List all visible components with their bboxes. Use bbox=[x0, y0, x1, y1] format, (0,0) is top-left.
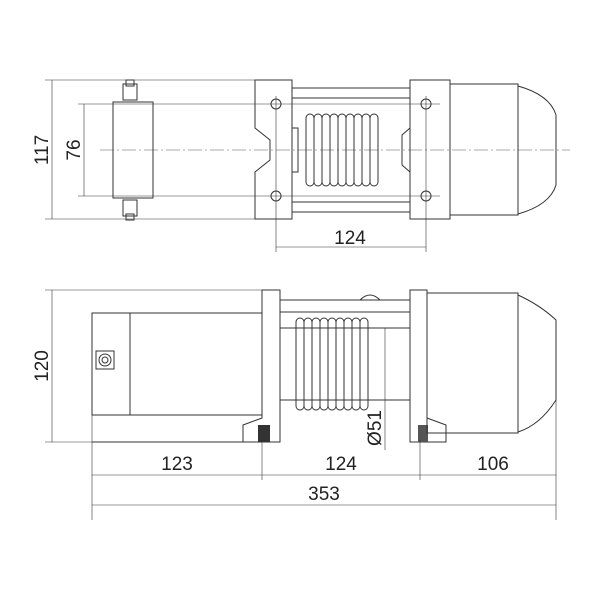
coil-turn bbox=[359, 317, 369, 411]
dim-motor-length: 123 bbox=[161, 454, 193, 475]
terminal-icon bbox=[122, 79, 138, 221]
right-bracket-side bbox=[409, 289, 447, 443]
coil-turn bbox=[295, 317, 305, 411]
mount-bolt bbox=[418, 425, 428, 442]
drum bbox=[279, 327, 411, 401]
dim-drum-diameter: Ø51 bbox=[365, 410, 386, 446]
coil-turn bbox=[319, 317, 329, 411]
dim-side-height: 120 bbox=[32, 350, 53, 382]
dim-top-bolt-spacing: 124 bbox=[334, 228, 366, 249]
coil-turn bbox=[327, 317, 337, 411]
dim-top-height: 117 bbox=[32, 135, 53, 165]
coil-turn bbox=[303, 317, 313, 411]
end-cap-side bbox=[517, 294, 557, 433]
gearbox-side bbox=[426, 292, 519, 434]
coil-turn bbox=[343, 317, 353, 411]
cable-coil bbox=[305, 113, 379, 187]
mount-bolt bbox=[258, 425, 270, 442]
cable-coil-side bbox=[295, 317, 369, 411]
dim-gearbox-length: 106 bbox=[477, 454, 509, 475]
dim-overall-length: 353 bbox=[308, 484, 340, 505]
coil-turn bbox=[351, 317, 361, 411]
coil-turn bbox=[311, 317, 321, 411]
drum-frame bbox=[291, 87, 411, 213]
coil-turn bbox=[335, 317, 345, 411]
coil-turn bbox=[369, 113, 379, 187]
side-view: Ø51 120 123 124 106 353 bbox=[32, 289, 557, 520]
motor-end bbox=[112, 101, 154, 199]
top-view: 124 117 76 bbox=[32, 79, 570, 252]
dim-side-bolt-spacing: 124 bbox=[325, 454, 357, 475]
connector-icon bbox=[95, 350, 115, 370]
end-cap bbox=[517, 85, 557, 215]
dim-mount-spacing: 76 bbox=[64, 139, 85, 160]
left-bracket-side bbox=[242, 289, 281, 443]
gearbox bbox=[449, 83, 519, 216]
motor-body bbox=[91, 312, 263, 416]
